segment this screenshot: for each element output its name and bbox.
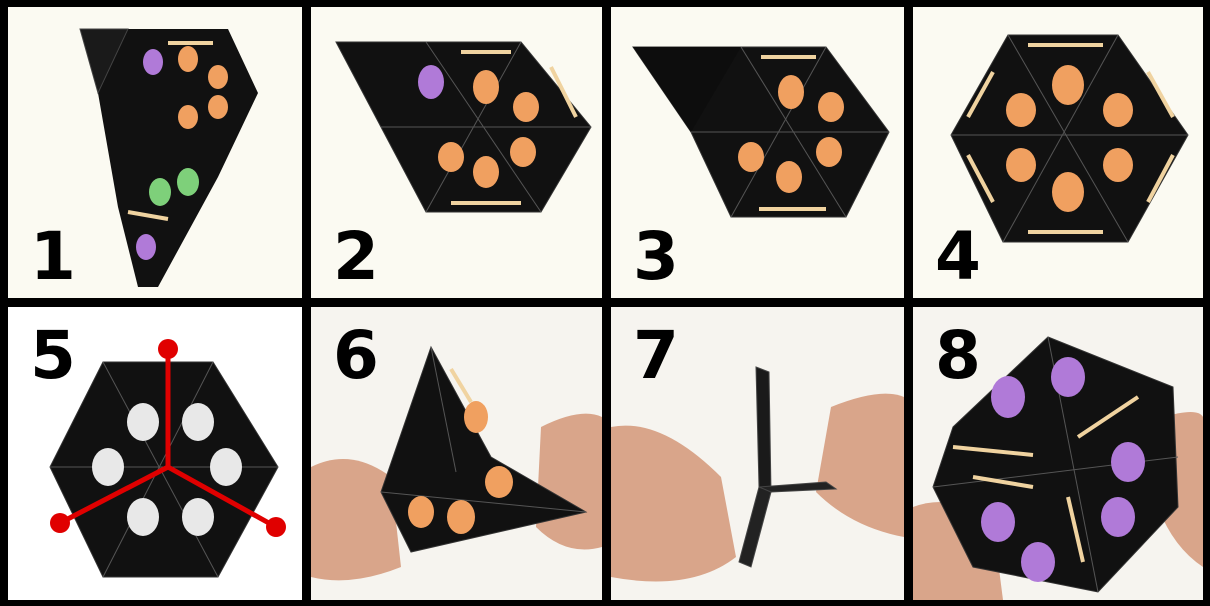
panel-4: 4	[913, 7, 1203, 298]
step-number-7: 7	[633, 323, 679, 389]
step-number-3: 3	[633, 224, 679, 290]
panel-7: 7	[611, 307, 904, 600]
panel-1: 1	[8, 7, 302, 298]
step-number-5: 5	[30, 323, 76, 389]
panel-6: 6	[311, 307, 602, 600]
panel-5: 5	[8, 307, 302, 600]
step-number-6: 6	[333, 323, 379, 389]
step-number-8: 8	[935, 323, 981, 389]
step-number-2: 2	[333, 224, 379, 290]
panel-8: 8	[913, 307, 1203, 600]
step-number-4: 4	[935, 224, 981, 290]
step-number-1: 1	[30, 224, 76, 290]
panel-3: 3	[611, 7, 904, 298]
panel-2: 2	[311, 7, 602, 298]
